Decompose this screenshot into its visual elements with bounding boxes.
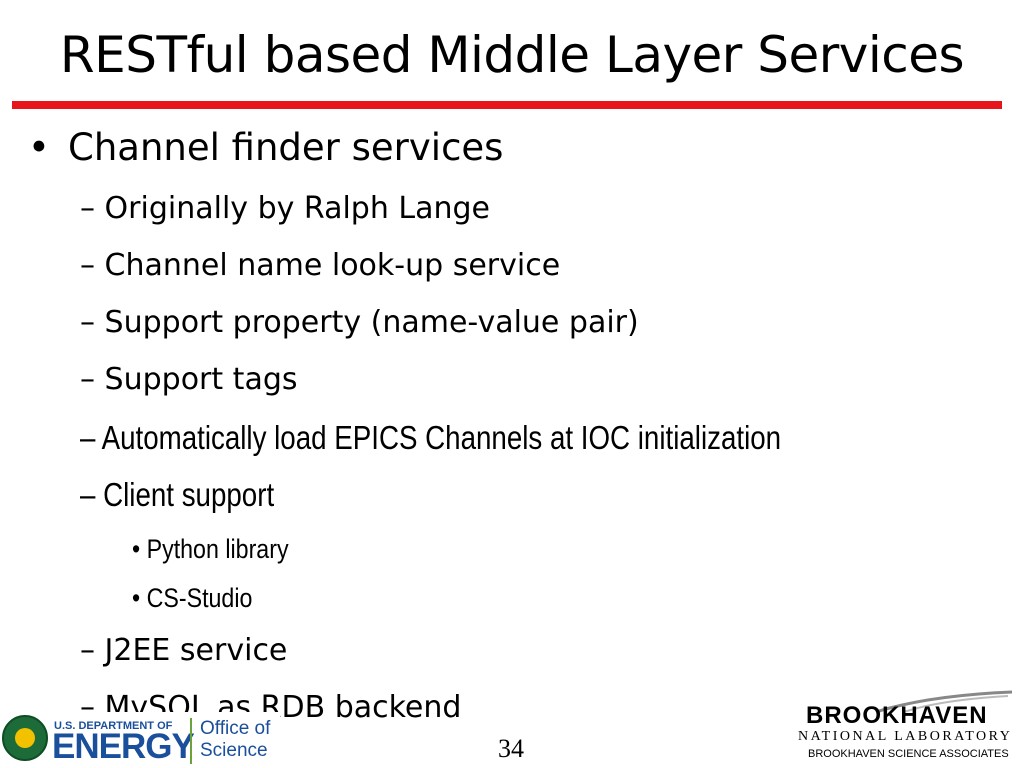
office-line-1: Office of bbox=[200, 718, 271, 739]
dash-marker: – bbox=[80, 248, 95, 283]
title-divider bbox=[12, 101, 1002, 109]
bullet-text: Channel finder services bbox=[68, 126, 504, 169]
office-of-science-text: Office of Science bbox=[200, 718, 270, 762]
doe-office-of-science-logo: U.S. DEPARTMENT OF ENERGY Office of Scie… bbox=[0, 712, 280, 768]
sub-bullet-client-support: – Client support bbox=[80, 475, 274, 515]
bullet-marker: • bbox=[132, 534, 141, 564]
sub-bullet-autoload: – Automatically load EPICS Channels at I… bbox=[80, 418, 781, 458]
sub-bullet-text: Support tags bbox=[104, 362, 298, 397]
sub-bullet-text: Client support bbox=[103, 476, 275, 513]
doe-energy-text: ENERGY bbox=[52, 727, 195, 766]
sub-bullet-text: Automatically load EPICS Channels at IOC… bbox=[101, 419, 782, 456]
dash-marker: – bbox=[80, 191, 95, 226]
sub-sub-bullet-text: Python library bbox=[146, 534, 289, 564]
sub-bullet-text: Originally by Ralph Lange bbox=[104, 191, 491, 226]
sub-bullet-text: Channel name look-up service bbox=[104, 248, 561, 283]
sub-bullet-j2ee: – J2EE service bbox=[80, 631, 287, 671]
dash-marker: – bbox=[80, 362, 95, 397]
sub-sub-bullet-python: • Python library bbox=[132, 531, 289, 567]
national-laboratory-text: NATIONAL LABORATORY bbox=[798, 729, 1013, 744]
sub-bullet-text: Support property (name-value pair) bbox=[104, 305, 639, 340]
office-line-2: Science bbox=[200, 740, 268, 761]
bullet-channel-finder: • Channel finder services bbox=[28, 124, 503, 172]
brookhaven-name: BROOKHAVEN bbox=[806, 702, 988, 729]
bullet-marker: • bbox=[28, 126, 50, 169]
dash-marker: – bbox=[80, 476, 96, 513]
doe-logo-divider bbox=[190, 718, 192, 764]
brookhaven-logo: BROOKHAVEN NATIONAL LABORATORY BROOKHAVE… bbox=[794, 690, 1016, 766]
brookhaven-science-associates-text: BROOKHAVEN SCIENCE ASSOCIATES bbox=[808, 748, 1009, 760]
sub-bullet-tags: – Support tags bbox=[80, 360, 298, 400]
dash-marker: – bbox=[80, 419, 96, 456]
sub-sub-bullet-text: CS-Studio bbox=[146, 583, 253, 613]
bullet-marker: • bbox=[132, 583, 141, 613]
sub-bullet-originally: – Originally by Ralph Lange bbox=[80, 189, 490, 229]
sub-sub-bullet-cs-studio: • CS-Studio bbox=[132, 580, 252, 616]
doe-seal-icon bbox=[2, 715, 48, 761]
page-number: 34 bbox=[498, 734, 524, 763]
doe-department-text: U.S. DEPARTMENT OF bbox=[54, 720, 173, 732]
slide-title: RESTful based Middle Layer Services bbox=[59, 26, 965, 84]
dash-marker: – bbox=[80, 633, 95, 668]
dash-marker: – bbox=[80, 305, 95, 340]
sub-bullet-text: J2EE service bbox=[104, 633, 288, 668]
brookhaven-swoosh-icon bbox=[875, 690, 1013, 714]
sub-bullet-lookup: – Channel name look-up service bbox=[80, 246, 560, 286]
sub-bullet-property: – Support property (name-value pair) bbox=[80, 303, 639, 343]
